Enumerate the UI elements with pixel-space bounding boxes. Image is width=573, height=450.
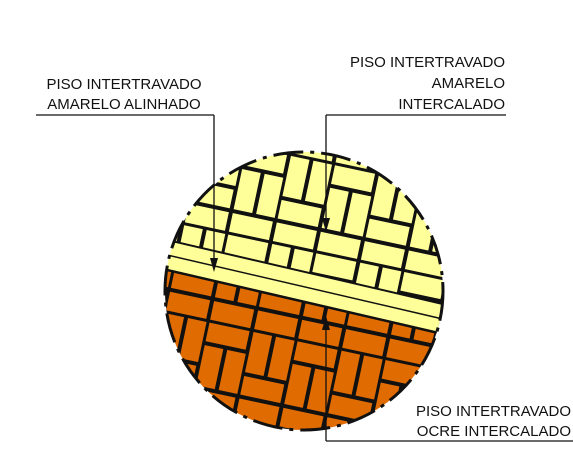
arrow-intercalado	[322, 218, 330, 232]
aligned-row-band	[165, 234, 443, 340]
arrow-ocre	[322, 316, 330, 330]
label-alinhado-line1: PISO INTERTRAVADO	[46, 76, 201, 93]
leader-alinhado	[36, 114, 215, 266]
label-ocre-line1: PISO INTERTRAVADO	[416, 403, 571, 420]
label-intercalado-line1: PISO INTERTRAVADO	[350, 54, 505, 71]
label-alinhado-line2: AMARELO ALINHADO	[47, 96, 200, 113]
leader-ocre	[325, 322, 573, 442]
arrow-alinhado	[210, 258, 218, 272]
detail-circle-outline	[163, 150, 445, 432]
color-boundary-line	[165, 264, 443, 340]
label-intercalado-line3: INTERCALADO	[398, 96, 505, 113]
label-intercalado-line2: AMARELO	[432, 75, 505, 92]
paving-circle	[165, 152, 443, 430]
leader-intercalado	[325, 114, 506, 226]
label-ocre-line2: OCRE INTERCALADO	[417, 423, 571, 440]
